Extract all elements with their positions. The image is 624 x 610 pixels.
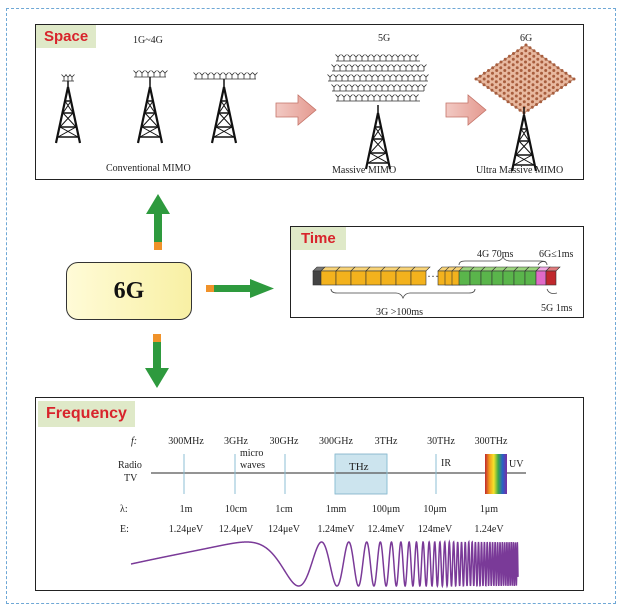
lambda-symbol: λ: <box>120 504 128 515</box>
time-6g-label: 6G≤1ms <box>539 249 574 260</box>
energy-label: 1.24meV <box>317 524 355 535</box>
time-tag: Time <box>291 227 346 250</box>
gen-6g-label: 6G <box>520 33 533 44</box>
wavelength-label: 1m <box>179 504 193 515</box>
gen-1g4g-label: 1G~4G <box>133 35 163 46</box>
band-thz-label: THz <box>349 461 369 473</box>
energy-label: 124meV <box>417 524 453 535</box>
wavelength-label: 1mm <box>325 504 347 515</box>
massive-mimo-array <box>327 54 429 102</box>
energy-label: 124μeV <box>267 524 301 535</box>
thz-band <box>334 453 388 495</box>
gen-5g-label: 5G <box>378 33 391 44</box>
visible-spectrum-strip <box>485 454 507 494</box>
ultra-massive-mimo-tower <box>510 107 538 173</box>
energy-label: 1.24eV <box>474 524 504 535</box>
em-wave <box>130 539 519 589</box>
wavelength-label: 100μm <box>371 504 401 515</box>
space-tag: Space <box>36 25 97 48</box>
frequency-tick-label: 3THz <box>374 436 398 447</box>
conventional-tower-2 <box>133 70 168 145</box>
figure-frame <box>6 8 616 604</box>
wavelength-label: 1μm <box>479 504 499 515</box>
band-radio-label: Radio <box>118 460 142 471</box>
time-3g-label: 3G >100ms <box>376 307 424 318</box>
frequency-panel: Frequency f: 300MHz 3GHz 30GHz 300GHz 3THz 30… <box>35 397 584 591</box>
band-waves-label: waves <box>240 460 265 471</box>
ultra-massive-mimo-panel <box>474 43 576 115</box>
brace-6g <box>537 261 547 266</box>
space-panel: Space 1G~4G 5G 6G <box>35 24 584 180</box>
frequency-tick-label: 3GHz <box>224 436 248 447</box>
f-symbol: f: <box>131 436 138 447</box>
frequency-tick-label: 30THz <box>427 436 455 447</box>
time-blocks-graphic: ··· <box>312 256 561 300</box>
wavelength-label: 10cm <box>224 504 248 515</box>
frequency-tick-label: 30GHz <box>269 436 299 447</box>
caption-ultra: Ultra Massive MIMO <box>476 165 564 176</box>
hub-6g: 6G <box>66 262 192 320</box>
energy-label: 1.24μeV <box>168 524 204 535</box>
wavelength-label: 10μm <box>423 504 447 515</box>
time-5g-block <box>545 266 561 286</box>
caption-massive: Massive MIMO <box>332 165 397 176</box>
energy-label: 12.4μeV <box>218 524 254 535</box>
conventional-tower-1 <box>54 74 82 145</box>
brace-3g <box>330 288 476 300</box>
band-tv-label: TV <box>124 473 138 484</box>
time-4g-label: 4G 70ms <box>477 249 514 260</box>
frequency-tick-label: 300MHz <box>168 436 204 447</box>
time-3g-blocks <box>320 266 472 286</box>
time-gap-dots: ··· <box>427 269 439 283</box>
time-panel: Time 4G 70ms 6G≤1ms 3G >100ms 5G 1ms ··· <box>290 226 584 318</box>
spectrum-ticks <box>183 454 437 494</box>
frequency-tick-label: 300THz <box>474 436 508 447</box>
frequency-tick-label: 300GHz <box>319 436 353 447</box>
space-arrow-1 <box>275 94 317 126</box>
conventional-tower-3 <box>193 72 258 145</box>
band-ir-label: IR <box>441 458 451 469</box>
massive-mimo-tower <box>364 105 392 171</box>
band-micro-label: micro <box>240 448 264 459</box>
wavelength-label: 1cm <box>275 504 293 515</box>
spectrum-graphic <box>130 453 526 589</box>
brace-5g <box>546 288 558 294</box>
e-symbol: E: <box>120 524 129 535</box>
brace-4g <box>458 256 548 266</box>
space-graphic <box>54 43 576 173</box>
energy-label: 12.4meV <box>367 524 405 535</box>
band-uv-label: UV <box>509 459 524 470</box>
time-4g-blocks <box>458 266 541 286</box>
time-5g-label: 5G 1ms <box>541 303 573 314</box>
space-arrow-2 <box>445 94 487 126</box>
frequency-tag: Frequency <box>38 401 135 427</box>
caption-conventional: Conventional MIMO <box>106 163 191 174</box>
